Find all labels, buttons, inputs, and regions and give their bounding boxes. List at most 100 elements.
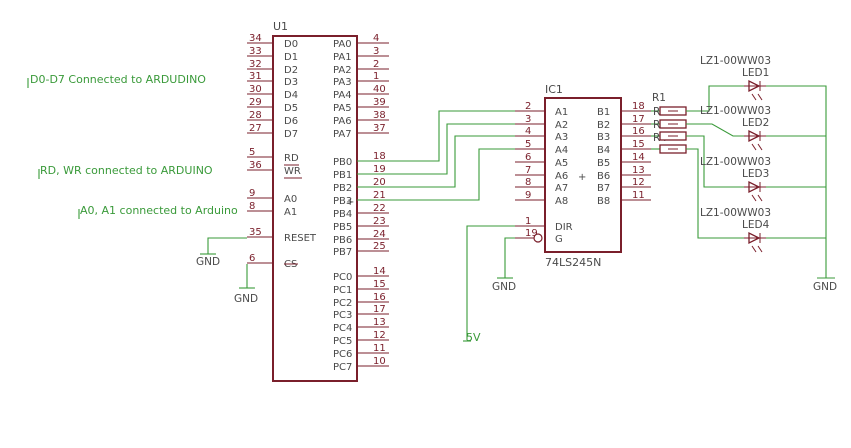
u1-pin-num-a0: 9 — [249, 188, 255, 199]
led-3-emission-arrow — [751, 194, 757, 202]
u1-pin-num-pc3: 17 — [373, 304, 386, 315]
u1-pin-name-d3: D3 — [284, 77, 298, 88]
u1-pin-num-cs: 6 — [249, 253, 255, 264]
chip-ic1: IC1 74LS245N 2A13A24A35A46A57A68A79A81DI… — [515, 83, 651, 269]
wire-pb2-a3 — [357, 135, 515, 188]
led-4-part: LZ1-00WW03 — [700, 207, 771, 219]
resistor-r1-label: R1 — [652, 92, 666, 104]
ic1-pin-name-b8: B8 — [597, 196, 610, 207]
wire-r1-led1 — [686, 85, 744, 112]
pb3-junction-mark: + — [346, 197, 354, 208]
u1-pin-num-d4: 30 — [249, 84, 262, 95]
gnd-label: GND — [234, 293, 258, 305]
u1-pin-num-rd: 5 — [249, 147, 255, 158]
led-1-emission-arrow — [751, 93, 757, 101]
supply-5v-label: 5V — [466, 331, 481, 344]
ic1-pin-num-b7: 12 — [632, 177, 645, 188]
resistor-network: R1 R2 R3 R4 — [652, 92, 687, 154]
ic1-pin-num-dir: 1 — [525, 216, 531, 227]
ic1-pin-name-a7: A7 — [555, 183, 568, 194]
ic1-pin-num-g: 19 — [525, 228, 538, 239]
u1-pin-name-pa3: PA3 — [333, 77, 352, 88]
u1-pin-name-pb4: PB4 — [333, 209, 352, 220]
u1-pin-num-d2: 32 — [249, 59, 262, 70]
g-pin-inversion-bubble — [533, 233, 543, 243]
u1-pin-num-pb6: 24 — [373, 229, 386, 240]
note-address: A0, A1 connected to Arduino — [80, 204, 238, 217]
led-2-name: LED2 — [742, 117, 769, 129]
u1-pin-name-pa1: PA1 — [333, 52, 352, 63]
gnd-ic1: GND — [492, 277, 516, 293]
u1-pin-num-reset: 35 — [249, 227, 262, 238]
u1-pin-num-pc6: 11 — [373, 343, 386, 354]
ic1-pin-num-a2: 3 — [525, 114, 531, 125]
led-4-emission-arrow — [757, 245, 763, 253]
u1-pin-num-pb4: 22 — [373, 203, 386, 214]
u1-pin-name-pb7: PB7 — [333, 247, 352, 258]
u1-pin-name-pa5: PA5 — [333, 103, 352, 114]
gnd-label: GND — [813, 281, 837, 293]
u1-pin-num-wr: 36 — [249, 160, 262, 171]
u1-pin-num-pa3: 1 — [373, 71, 379, 82]
led-3-name: LED3 — [742, 168, 769, 180]
ic1-pin-num-b4: 15 — [632, 139, 645, 150]
led-3-diode-icon — [748, 180, 761, 194]
ic1-pin-name-g: G — [555, 234, 563, 245]
u1-pin-name-pb0: PB0 — [333, 157, 352, 168]
u1-pin-name-pb2: PB2 — [333, 183, 352, 194]
u1-pin-num-pc1: 15 — [373, 279, 386, 290]
ic1-pin-num-b3: 16 — [632, 126, 645, 137]
u1-pin-name-pc0: PC0 — [333, 272, 352, 283]
led-4-emission-arrow — [751, 245, 757, 253]
ic1-pin-num-a5: 6 — [525, 152, 531, 163]
u1-pin-num-pb5: 23 — [373, 216, 386, 227]
ic1-pin-name-b6: B6 — [597, 171, 610, 182]
gnd-label: GND — [492, 281, 516, 293]
u1-pin-name-a0: A0 — [284, 194, 297, 205]
u1-pin-name-pa6: PA6 — [333, 116, 352, 127]
ic1-pin-name-a1: A1 — [555, 107, 568, 118]
ic1-pin-num-b8: 11 — [632, 190, 645, 201]
ic1-pin-num-b6: 13 — [632, 165, 645, 176]
u1-pin-num-pa5: 39 — [373, 97, 386, 108]
ic1-pin-name-b5: B5 — [597, 158, 610, 169]
u1-pin-name-wr: WR — [284, 166, 301, 177]
u1-pin-num-pa2: 2 — [373, 59, 379, 70]
u1-pin-name-pc3: PC3 — [333, 310, 352, 321]
ic1-pin-num-a8: 9 — [525, 190, 531, 201]
u1-pin-name-pc5: PC5 — [333, 336, 352, 347]
wires-b-to-r — [651, 110, 660, 150]
ic1-pin-name-b4: B4 — [597, 145, 610, 156]
chip-u1: U1 34D033D132D231D330D429D528D627D75RD36… — [247, 20, 389, 382]
ic1-pin-num-a7: 8 — [525, 177, 531, 188]
u1-pin-num-pc2: 16 — [373, 292, 386, 303]
u1-pin-name-a1: A1 — [284, 207, 297, 218]
led-1-emission-arrow — [757, 93, 763, 101]
u1-pin-name-rd: RD — [284, 153, 299, 164]
u1-pin-name-pc7: PC7 — [333, 362, 352, 373]
u1-pin-num-pb0: 18 — [373, 151, 386, 162]
led-2-diode-icon — [748, 129, 761, 143]
u1-pin-num-pa6: 38 — [373, 110, 386, 121]
wire-r4-led4 — [686, 148, 744, 239]
u1-pin-num-pb3: 21 — [373, 190, 386, 201]
ic1-pin-name-b7: B7 — [597, 183, 610, 194]
u1-pin-num-d1: 33 — [249, 46, 262, 57]
u1-pin-name-pb3: PB3 — [333, 196, 352, 207]
wire-led-gnd-rail — [766, 85, 827, 278]
ic1-pin-name-a8: A8 — [555, 196, 568, 207]
u1-pin-name-d7: D7 — [284, 129, 298, 140]
ic1-pin-num-a3: 4 — [525, 126, 531, 137]
chip-u1-left-pins: 34D033D132D231D330D429D528D627D75RD36WR9… — [247, 33, 317, 270]
note-rd-wr: RD, WR connected to ARDUINO — [40, 164, 213, 177]
gnd-leds: GND — [813, 277, 837, 293]
led-array: LZ1-00WW03LED1LZ1-00WW03LED2LZ1-00WW03LE… — [700, 55, 771, 253]
u1-pin-name-pa2: PA2 — [333, 65, 352, 76]
ic1-pin-name-a4: A4 — [555, 145, 568, 156]
chip-u1-body — [272, 35, 358, 382]
